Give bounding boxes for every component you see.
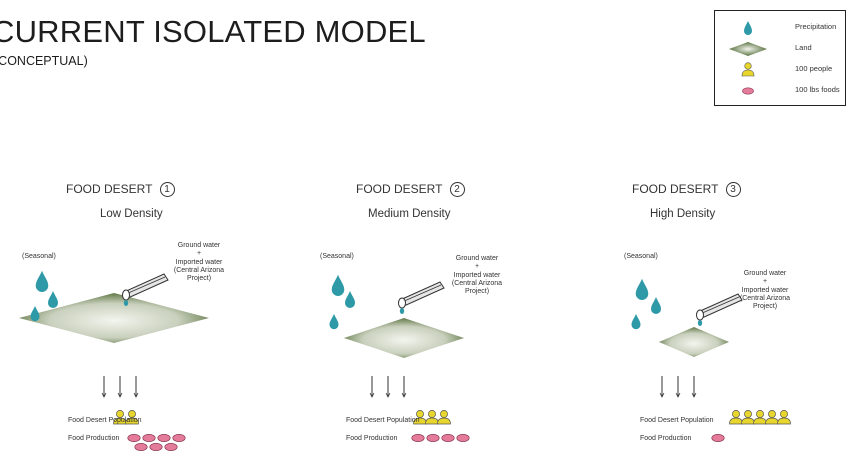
legend-label: Land	[795, 43, 812, 52]
population-label: Food Desert Population	[640, 417, 714, 424]
person-icon	[753, 410, 767, 425]
panel-illustration	[329, 274, 470, 442]
raindrop-icon	[651, 297, 661, 314]
seasonal-label: (Seasonal)	[22, 253, 56, 260]
panel-density-label: High Density	[650, 208, 716, 220]
down-arrow-icon	[659, 376, 665, 398]
panel-density-label: Medium Density	[368, 208, 451, 220]
person-icon	[741, 410, 755, 425]
raindrop-icon	[744, 21, 752, 35]
legend-item-land: Land	[715, 40, 845, 58]
legend-item-food: 100 lbs foods	[715, 82, 845, 100]
raindrop-icon	[345, 291, 355, 308]
raindrop-icon	[631, 313, 641, 330]
panel-title-text: FOOD DESERT	[356, 182, 446, 196]
legend-box: Precipitation Land 100 people 100 lbs fo…	[714, 10, 846, 106]
raindrop-icon	[329, 313, 339, 330]
panel-illustration	[631, 278, 791, 442]
food-oval-icon	[164, 443, 178, 451]
raindrop-icon	[35, 270, 49, 292]
panel-number-badge: 3	[725, 182, 741, 198]
person-icon	[437, 410, 451, 425]
food-production-label: Food Production	[68, 435, 120, 442]
raindrop-icon	[635, 278, 649, 300]
down-arrow-icon	[117, 376, 123, 398]
down-arrow-icon	[385, 376, 391, 398]
page-title: CURRENT ISOLATED MODEL	[0, 14, 426, 49]
page-subtitle: (CONCEPTUAL)	[0, 54, 88, 68]
legend-label: 100 people	[795, 64, 833, 73]
groundwater-label: Ground water+Imported water(Central Ariz…	[173, 242, 225, 283]
panel-title: FOOD DESERT 2	[356, 182, 465, 198]
down-arrow-icon	[401, 376, 407, 398]
seasonal-label: (Seasonal)	[624, 253, 658, 260]
person-icon	[741, 62, 755, 77]
panel-title: FOOD DESERT 3	[632, 182, 741, 198]
legend-item-people: 100 people	[715, 61, 845, 79]
groundwater-label: Ground water+Imported water(Central Ariz…	[451, 255, 503, 296]
food-oval-icon	[456, 434, 470, 442]
food-oval-icon	[127, 434, 141, 442]
food-oval-icon	[711, 434, 725, 442]
food-production-label: Food Production	[346, 435, 398, 442]
person-icon	[125, 410, 139, 425]
down-arrow-icon	[691, 376, 697, 398]
water-pipe-icon	[122, 273, 169, 306]
groundwater-label: Ground water+Imported water(Central Ariz…	[739, 270, 791, 311]
legend-item-precipitation: Precipitation	[715, 19, 845, 37]
food-oval-icon	[142, 434, 156, 442]
seasonal-label: (Seasonal)	[320, 253, 354, 260]
food-oval-icon	[411, 434, 425, 442]
legend-label: 100 lbs foods	[795, 85, 840, 94]
food-oval-icon	[134, 443, 148, 451]
food-oval-icon	[426, 434, 440, 442]
population-label: Food Desert Population	[68, 417, 142, 424]
legend-label: Precipitation	[795, 22, 837, 31]
down-arrow-icon	[133, 376, 139, 398]
panel-number-badge: 2	[449, 182, 465, 198]
panel-title-text: FOOD DESERT	[632, 182, 722, 196]
person-icon	[729, 410, 743, 425]
panel-title-text: FOOD DESERT	[66, 182, 156, 196]
food-oval-icon	[742, 87, 754, 95]
food-oval-icon	[441, 434, 455, 442]
land-diamond-icon	[729, 42, 767, 56]
food-oval-icon	[172, 434, 186, 442]
water-pipe-icon	[696, 293, 743, 326]
food-oval-icon	[157, 434, 171, 442]
person-icon	[113, 410, 127, 425]
water-pipe-icon	[398, 281, 445, 314]
panel-density-label: Low Density	[100, 208, 163, 220]
raindrop-icon	[48, 291, 58, 308]
person-icon	[425, 410, 439, 425]
food-oval-icon	[149, 443, 163, 451]
person-icon	[765, 410, 779, 425]
panel-illustration	[19, 270, 209, 451]
raindrop-icon	[30, 305, 40, 322]
raindrop-icon	[331, 274, 345, 296]
down-arrow-icon	[101, 376, 107, 398]
land-diamond-icon	[659, 327, 729, 357]
down-arrow-icon	[369, 376, 375, 398]
panel-number-badge: 1	[159, 182, 175, 198]
person-icon	[777, 410, 791, 425]
land-diamond-icon	[19, 293, 209, 343]
panel-title: FOOD DESERT 1	[66, 182, 175, 198]
population-label: Food Desert Population	[346, 417, 420, 424]
down-arrow-icon	[675, 376, 681, 398]
food-production-label: Food Production	[640, 435, 692, 442]
land-diamond-icon	[344, 318, 464, 358]
